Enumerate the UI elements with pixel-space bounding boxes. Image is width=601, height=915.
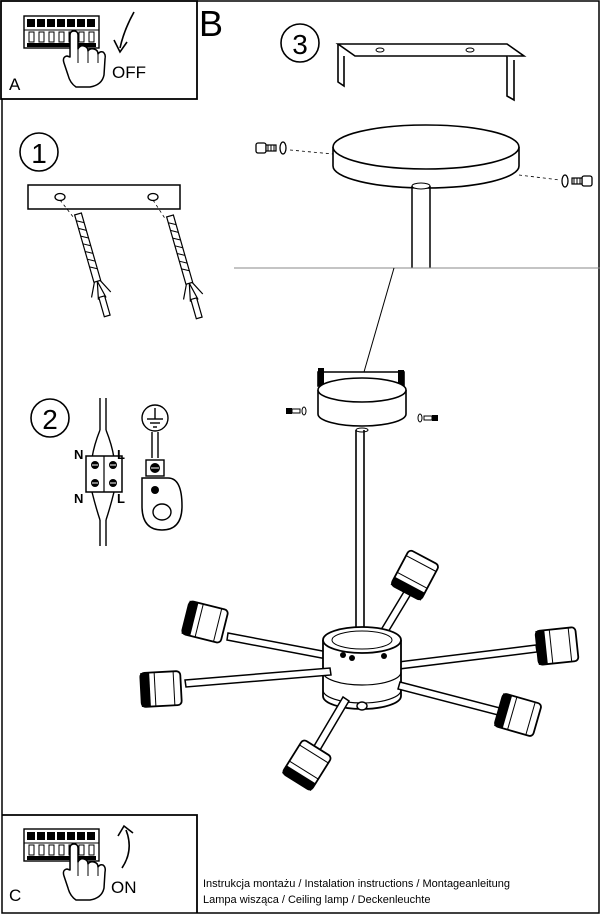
panel-c-letter: C xyxy=(9,886,21,905)
ceiling-lamp-illustration xyxy=(139,368,580,792)
bulb-socket-right-lower-icon xyxy=(493,692,543,738)
neutral-label-bottom: N xyxy=(74,491,83,506)
neutral-label-top: N xyxy=(74,447,83,462)
panel-a-letter: A xyxy=(9,75,21,94)
lamp-stem xyxy=(355,430,365,640)
bulb-socket-top-icon xyxy=(389,548,441,602)
bulb-socket-left-upper-icon xyxy=(180,599,230,645)
arrow-down-icon xyxy=(119,11,135,49)
supply-cable xyxy=(99,398,107,430)
detail-leader-line xyxy=(363,267,395,373)
earth-icon xyxy=(141,404,169,432)
step-3-badge xyxy=(280,23,320,63)
arrow-up-icon xyxy=(121,829,130,869)
panel-b-letter: B xyxy=(199,3,223,44)
panel-c: ON C xyxy=(2,814,198,913)
live-label-bottom: L xyxy=(117,491,125,506)
panel-a-frame xyxy=(0,0,198,100)
canopy-screw-right-icon xyxy=(417,413,438,423)
bulb-socket-right-upper-icon xyxy=(534,626,580,666)
lamp-hub xyxy=(322,626,402,711)
bulb-socket-bottom-icon xyxy=(281,738,333,792)
panel-c-frame xyxy=(2,814,198,913)
mounting-bracket xyxy=(335,43,527,57)
wall-dowel-left-icon xyxy=(67,210,118,320)
step-1-detail: 1 xyxy=(19,132,210,322)
panel-a: OFF A xyxy=(0,0,198,100)
breaker-panel-icon xyxy=(23,15,100,49)
stem-tube xyxy=(411,186,431,268)
footer-title-line-2: Lampa wisząca / Ceiling lamp / Deckenleu… xyxy=(203,894,431,906)
lamp-cable xyxy=(91,491,115,521)
breaker-panel-on-icon xyxy=(23,828,100,862)
step-2-number: 2 xyxy=(42,404,58,435)
step-1-badge xyxy=(19,132,59,172)
step-2-badge xyxy=(30,398,70,438)
bulb-socket-left-lower-icon xyxy=(139,670,183,708)
step-3-number: 3 xyxy=(292,29,308,60)
canopy-screw-left-icon xyxy=(286,406,307,416)
wall-dowel-right-icon xyxy=(159,212,210,322)
footer-title-line-1: Instrukcja montażu / Instalation instruc… xyxy=(203,878,510,890)
earth-terminal-icon xyxy=(141,459,183,531)
step-3-detail: 3 xyxy=(234,23,600,373)
step-2-detail: 2 N L N L xyxy=(30,398,183,546)
screw-left-icon xyxy=(255,141,287,155)
step-1-number: 1 xyxy=(31,138,47,169)
off-label: OFF xyxy=(112,63,146,82)
live-label-top: L xyxy=(117,447,125,462)
on-label: ON xyxy=(111,878,137,897)
screw-right-icon xyxy=(561,174,593,188)
